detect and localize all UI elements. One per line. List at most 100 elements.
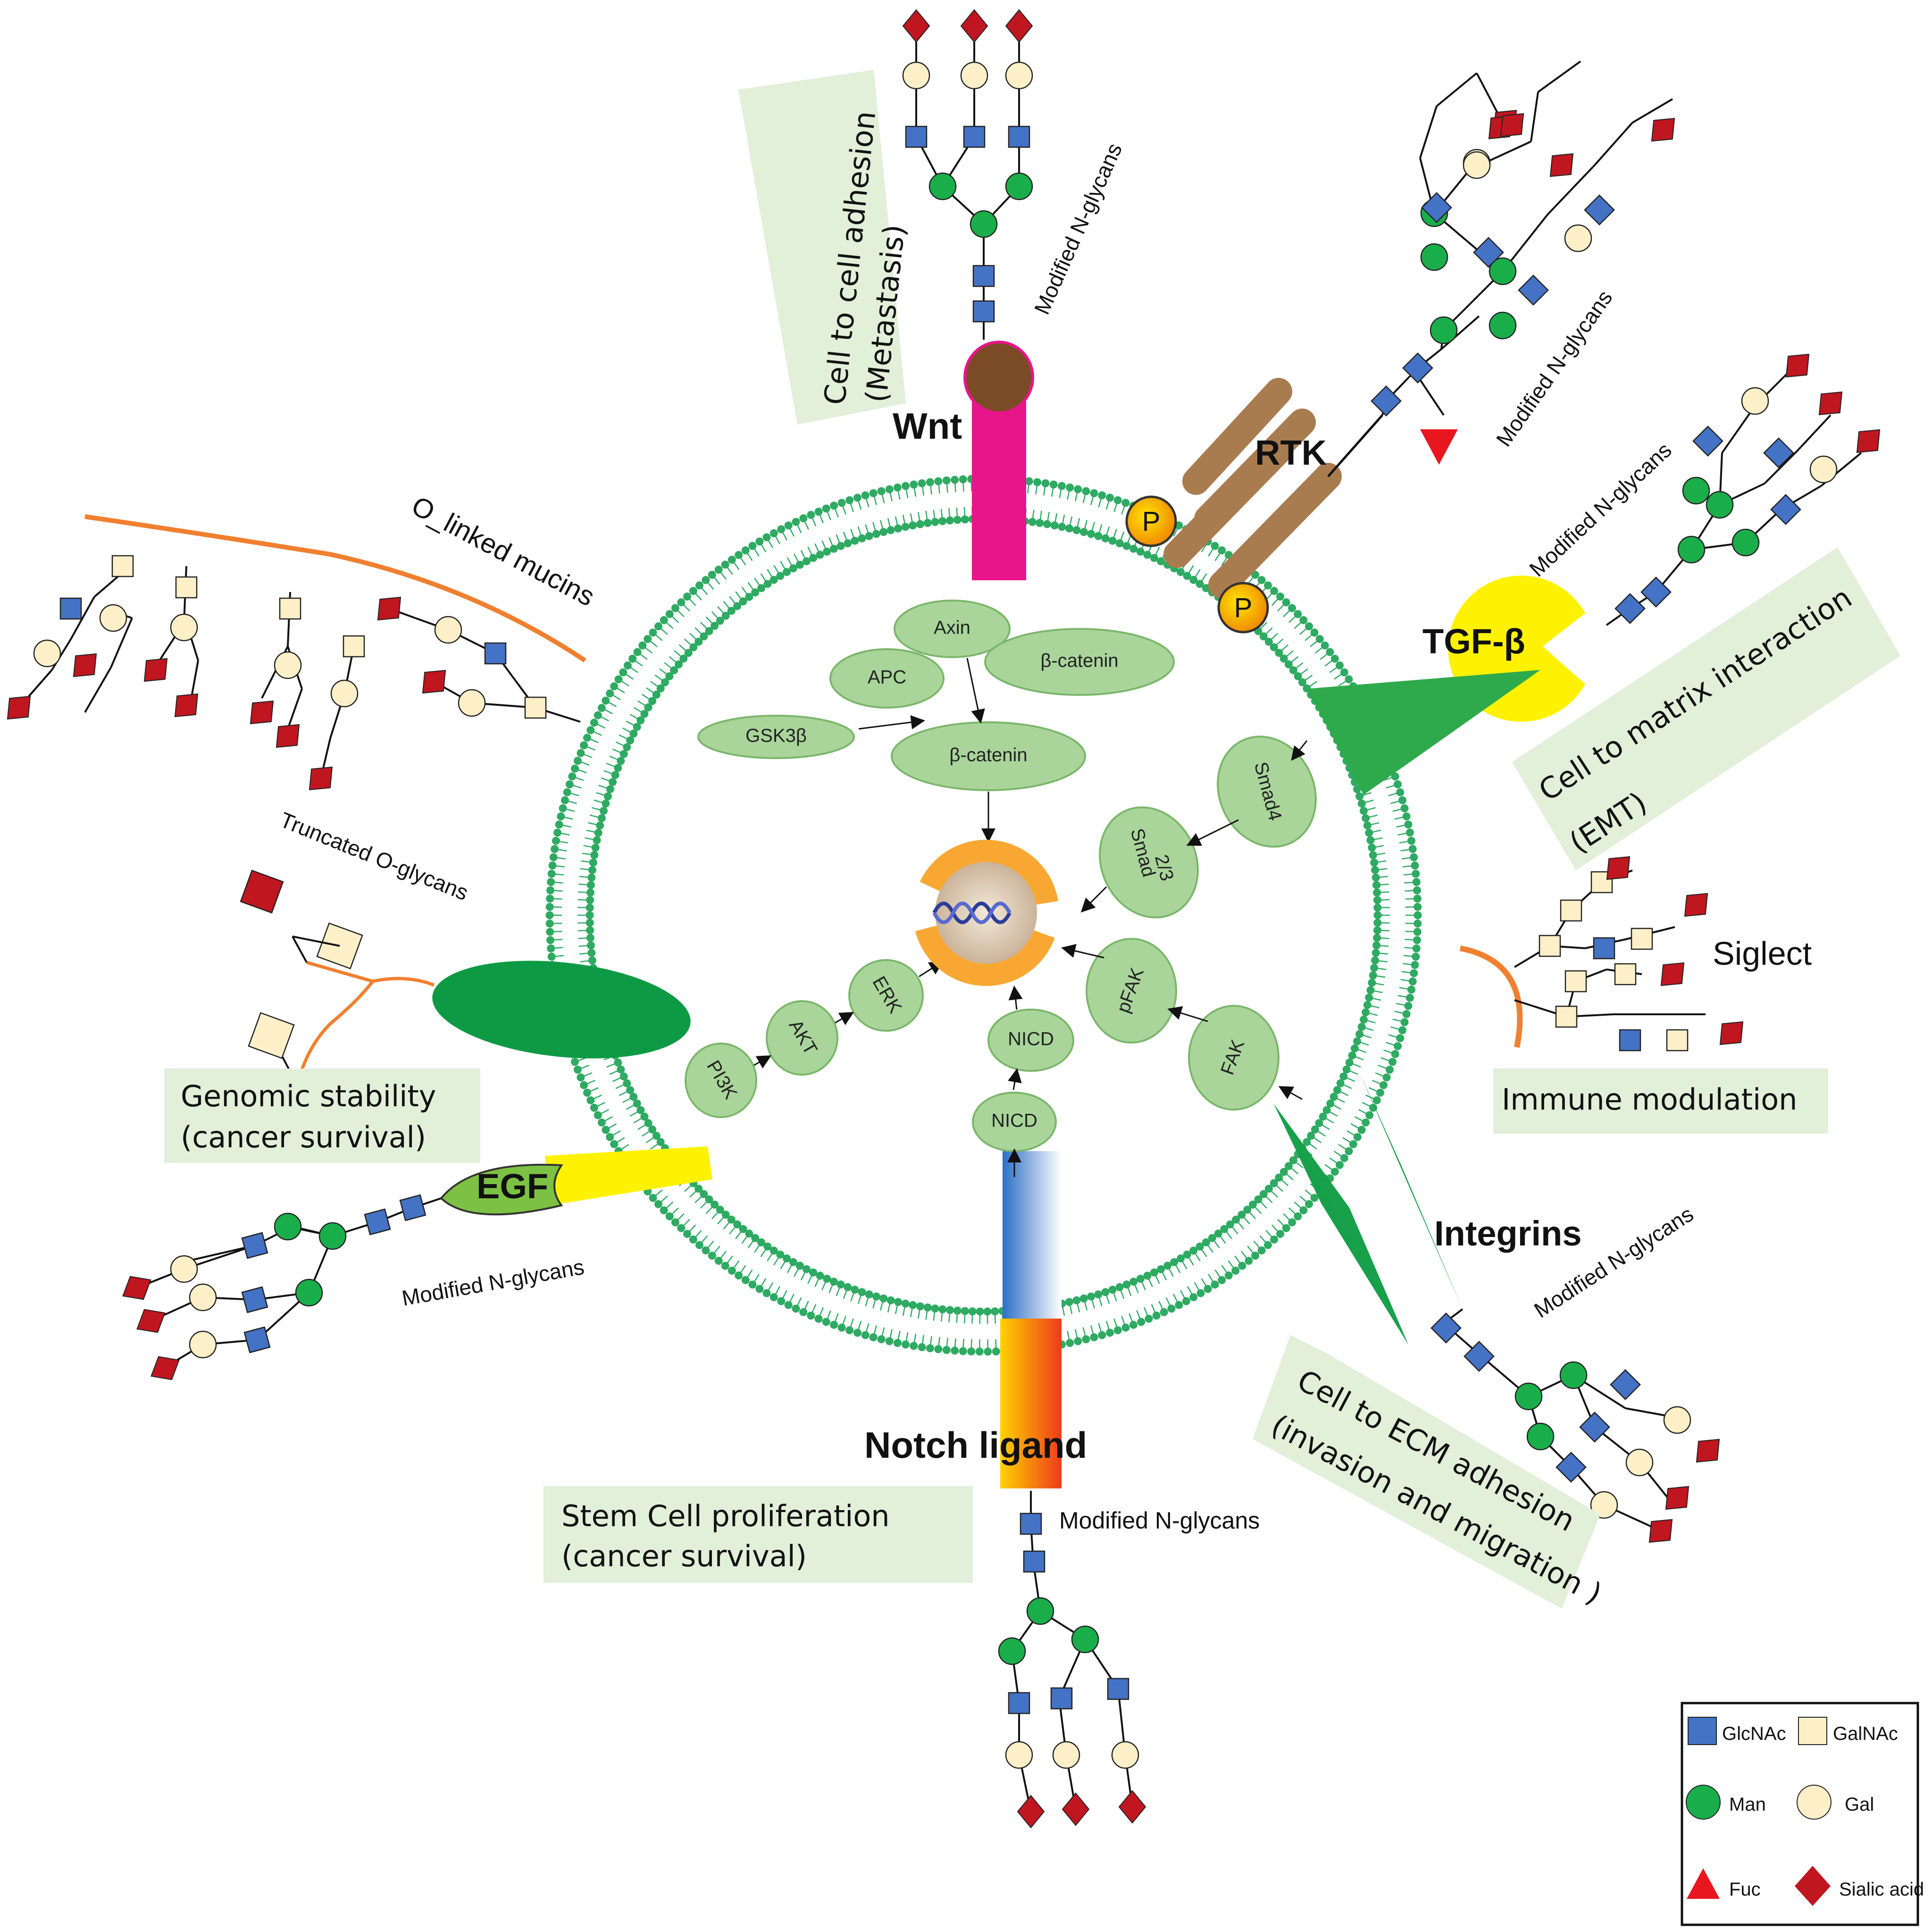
lipid-tail	[1375, 868, 1388, 871]
lipid-tail	[1365, 1011, 1378, 1016]
lipid-tail	[1376, 883, 1389, 886]
glcnac-residue	[1610, 1369, 1641, 1400]
lipid-tail	[1334, 1151, 1345, 1159]
lipid-tail	[843, 531, 849, 544]
lipid-tail	[918, 512, 921, 525]
glcnac-residue	[1763, 437, 1794, 468]
lipid-tail	[1126, 1284, 1132, 1296]
glcnac-residue	[364, 1208, 391, 1236]
lipid-tail	[1311, 1135, 1321, 1144]
lipid-tail	[1090, 522, 1095, 535]
lipid-tail	[577, 929, 590, 932]
glycan-label-notch: Modified N-glycans	[1059, 1507, 1260, 1534]
lipid-tail	[1214, 1269, 1222, 1281]
man-residue	[274, 1212, 302, 1241]
lipid-tail	[864, 1323, 870, 1336]
box-immune-modulation: Immune modulation	[1493, 1069, 1828, 1134]
lipid-tail	[583, 845, 596, 849]
lipid-tail	[1223, 1228, 1232, 1239]
lipid-tail	[572, 776, 584, 781]
sialic-acid-residue	[122, 1276, 151, 1300]
lipid-tail	[654, 674, 666, 683]
lipid-tail	[1067, 1330, 1071, 1343]
sialic-acid-residue	[1651, 117, 1675, 142]
lipid-tail	[610, 693, 621, 701]
lipid-tail	[1258, 1199, 1267, 1209]
glcnac-residue	[243, 1326, 271, 1354]
lipid-tail	[1061, 514, 1065, 527]
lipid-tail	[1320, 652, 1330, 660]
lipid-tail	[767, 569, 775, 580]
lipid-tail	[850, 529, 856, 541]
lipid-tail	[747, 1237, 756, 1249]
gal-residue	[33, 639, 61, 668]
lipid-tail	[606, 1062, 619, 1068]
lipid-tail	[833, 505, 839, 518]
glycan-bond	[110, 618, 133, 668]
gal-residue	[189, 1330, 217, 1359]
rtk-label: RTK	[1255, 433, 1327, 472]
lipid-tail	[1283, 608, 1293, 618]
lipid-tail	[925, 1307, 928, 1320]
lipid-tail	[675, 1213, 685, 1223]
lipid-tail	[1083, 1298, 1088, 1311]
lipid-tail	[1268, 1188, 1278, 1198]
man-residue	[1559, 1361, 1588, 1389]
legend-sialic: Sialic acid	[1839, 1879, 1924, 1900]
lipid-tail	[888, 1329, 893, 1342]
lipid-tail	[833, 1313, 839, 1325]
lipid-tail	[1104, 1292, 1110, 1304]
lipid-tail	[1283, 1213, 1293, 1223]
lipid-tail	[1405, 922, 1418, 924]
lipid-tail	[1059, 485, 1062, 498]
lipid-tail	[902, 514, 906, 527]
lipid-tail	[849, 500, 854, 512]
lipid-tail	[582, 852, 594, 856]
lipid-tail	[618, 1144, 629, 1152]
galnac-residue	[524, 696, 547, 719]
lipid-tail	[872, 1325, 877, 1337]
lipid-tail	[766, 1282, 774, 1294]
lipid-tail	[684, 638, 694, 648]
lipid-tail	[1031, 510, 1035, 522]
lipid-tail	[629, 1110, 641, 1117]
glcnac-residue	[1402, 352, 1433, 384]
lipid-tail	[1390, 1026, 1403, 1031]
lipid-tail	[759, 541, 767, 552]
lipid-tail	[948, 508, 951, 521]
lipid-tail	[686, 1224, 696, 1235]
beta-catenin-node-1	[984, 628, 1175, 696]
lipid-tail	[580, 868, 593, 871]
lipid-tail	[1358, 1109, 1370, 1116]
man-residue	[1489, 311, 1517, 340]
lipid-tail	[684, 1183, 694, 1192]
gal-residue	[1005, 61, 1033, 90]
fak-node	[1188, 1005, 1280, 1111]
lipid-tail	[1268, 633, 1278, 643]
lipid-tail	[963, 507, 966, 520]
lipid-tail	[731, 1260, 740, 1271]
lipid-tail	[729, 596, 738, 607]
sialic-acid-residue	[73, 653, 97, 677]
lipid-tail	[567, 792, 579, 796]
lipid-tail	[551, 881, 563, 884]
lipid-tail	[738, 1265, 746, 1276]
glcnac-residue	[1593, 937, 1615, 960]
galnac-residue	[279, 597, 301, 620]
lipid-tail	[1271, 596, 1281, 606]
lipid-tail	[705, 1204, 715, 1214]
lipid-tail	[1180, 1290, 1187, 1302]
lipid-tail	[693, 590, 702, 601]
pi3k-node	[685, 1043, 757, 1118]
lipid-tail	[1334, 672, 1345, 680]
lipid-tail	[581, 860, 594, 863]
lipid-tail	[705, 1240, 714, 1251]
lipid-tail	[627, 665, 638, 673]
sialic-acid-residue	[902, 9, 930, 43]
lipid-tail	[954, 1338, 956, 1351]
beta-catenin-node-2	[891, 721, 1086, 791]
lipid-tail	[717, 1214, 727, 1225]
lipid-tail	[1154, 546, 1160, 559]
lipid-tail	[1392, 808, 1405, 812]
lipid-tail	[637, 652, 648, 660]
